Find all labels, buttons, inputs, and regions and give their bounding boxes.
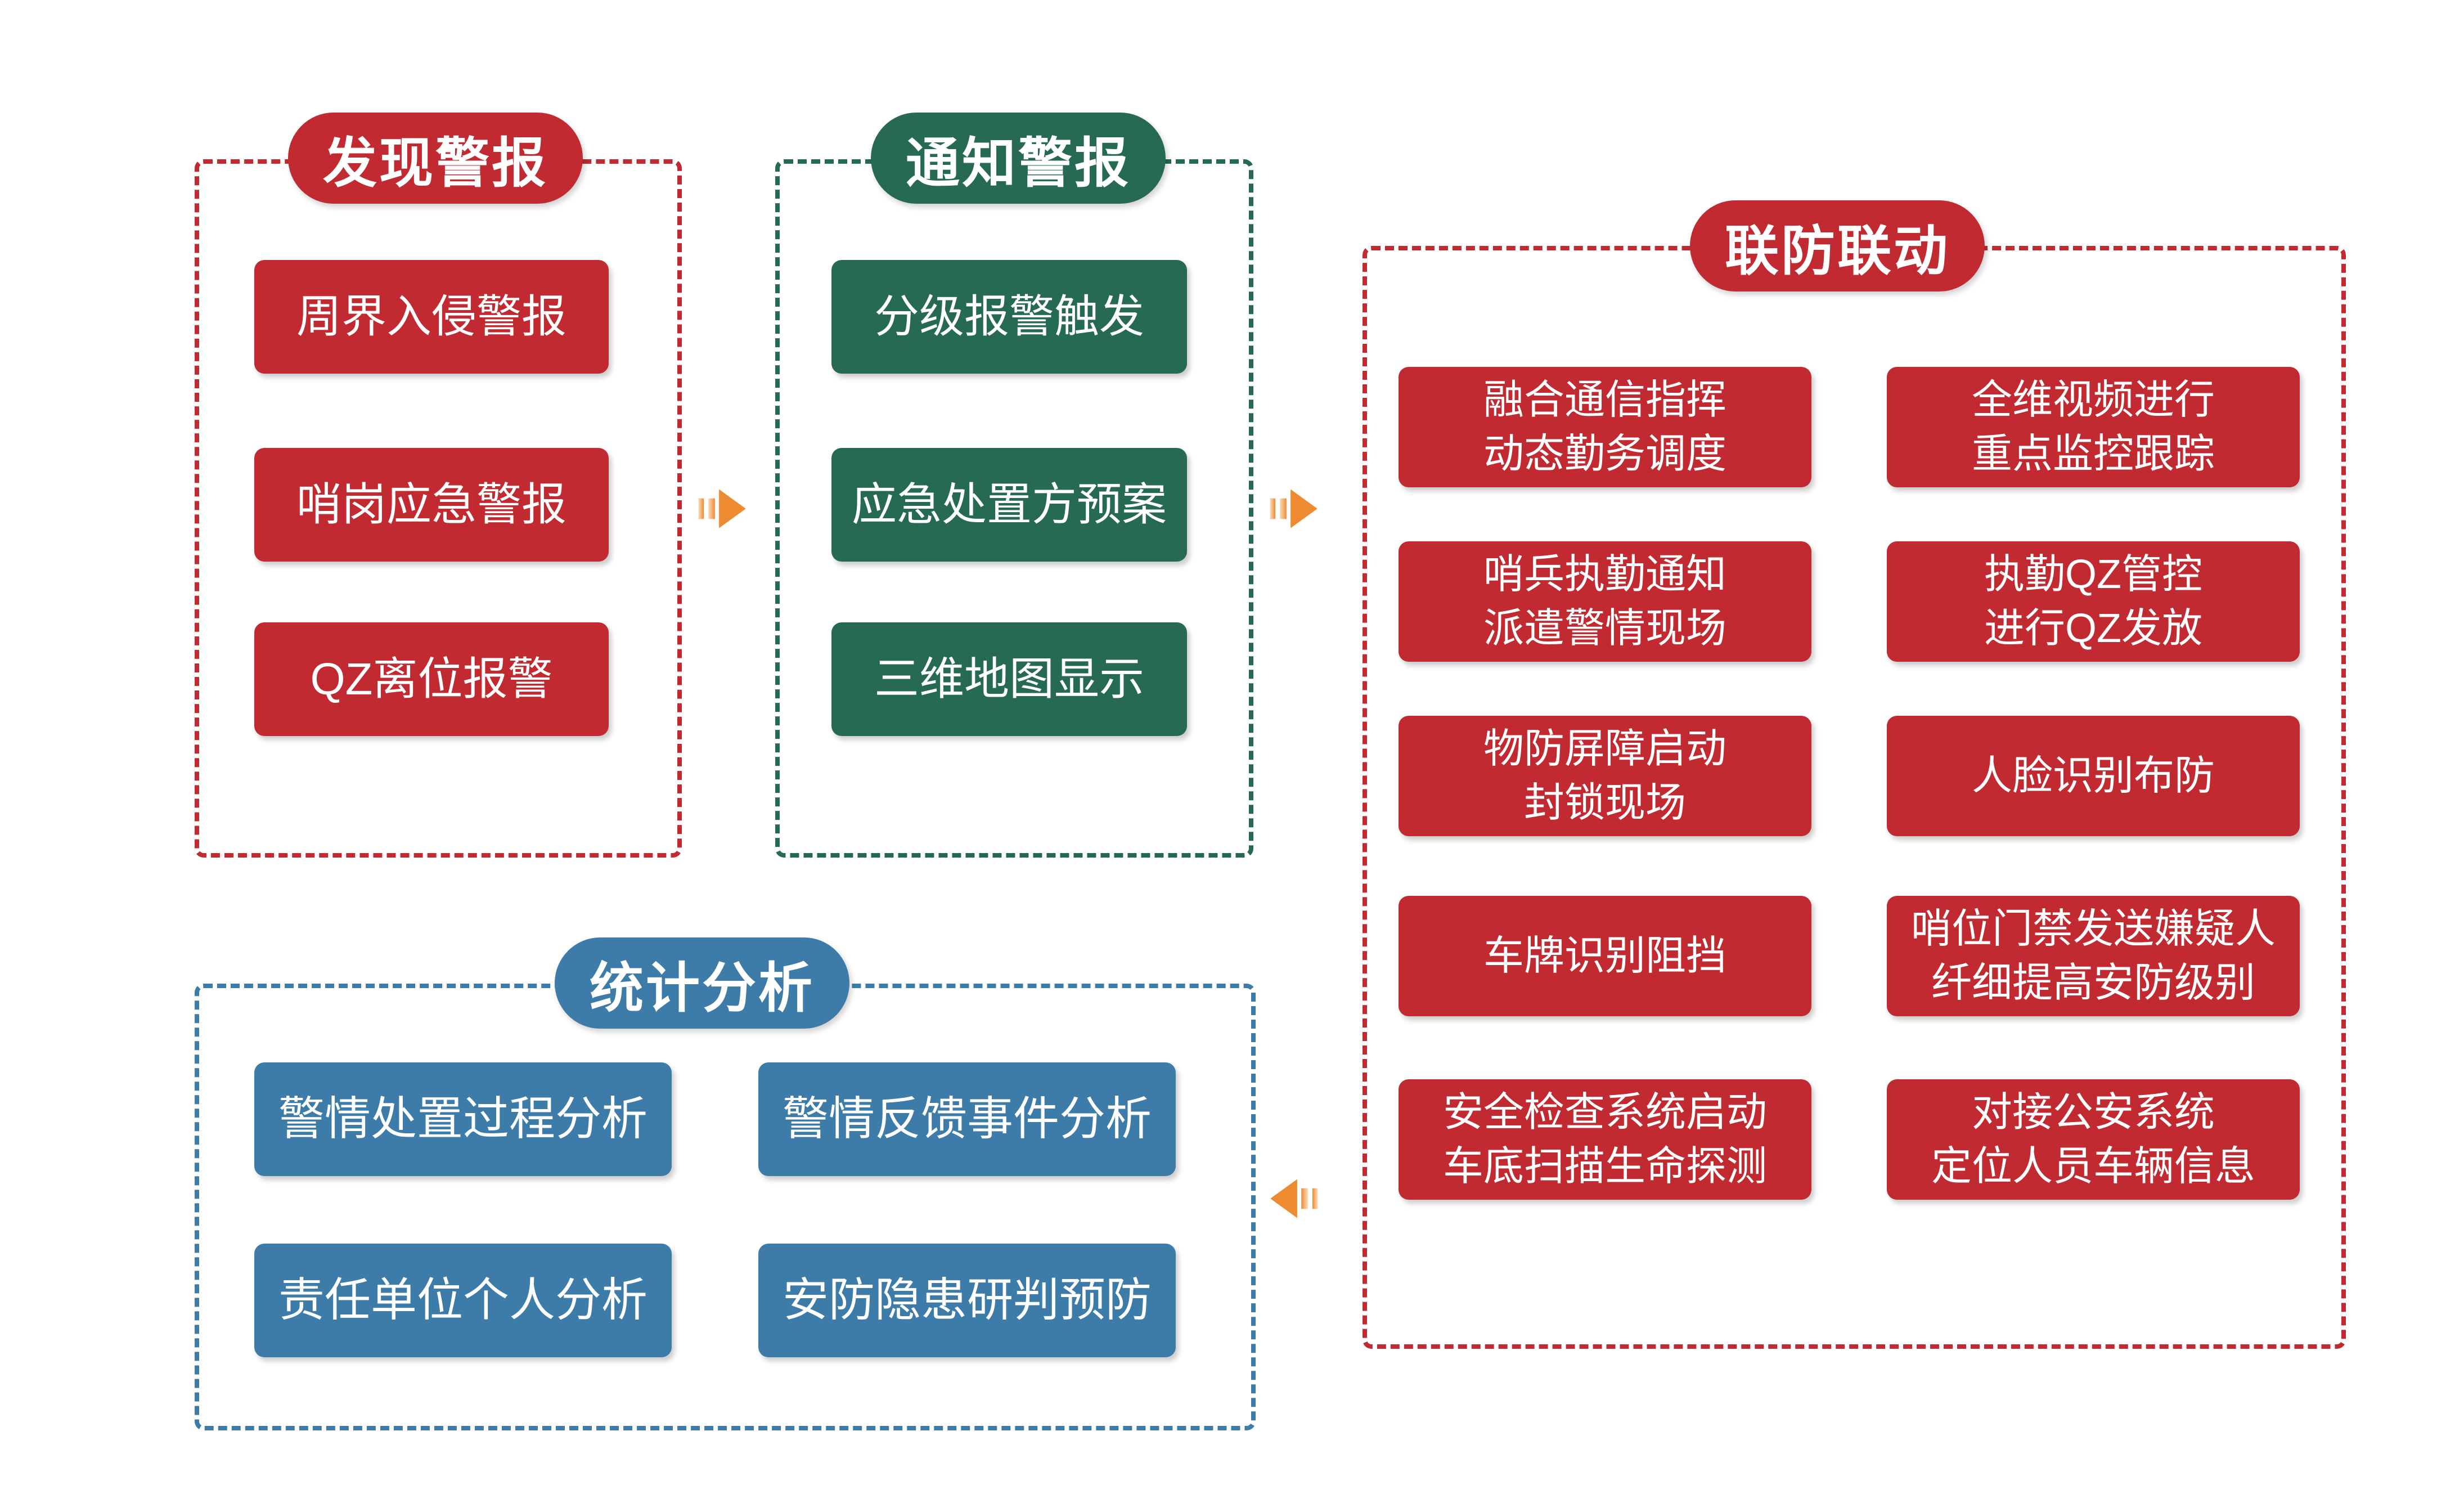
notify-item-graded-alarm-trigger: 分级报警触发: [831, 260, 1187, 374]
flow-arrow-notify-to-linkage-icon: [1270, 489, 1318, 528]
linkage-item-face-recognition: 人脸识别布防: [1887, 716, 2300, 836]
linkage-item-security-check-scan: 安全检查系统启动 车底扫描生命探测: [1399, 1079, 1811, 1200]
notify-section-title-pill: 通知警报: [871, 113, 1166, 204]
notify-section-title: 通知警报: [906, 133, 1131, 194]
linkage-section-title-pill: 联防联动: [1690, 200, 1985, 291]
stats-item-feedback-event-analysis: 警情反馈事件分析: [758, 1062, 1176, 1176]
notify-item-emergency-plan: 应急处置方预案: [831, 448, 1187, 562]
discover-item-perimeter-intrusion-alarm: 周界入侵警报: [254, 260, 609, 374]
discover-item-qz-offsite-alarm: QZ离位报警: [254, 622, 609, 736]
linkage-item-comm-command: 融合通信指挥 动态勤务调度: [1399, 367, 1811, 487]
discover-item-sentry-emergency-alarm: 哨岗应急警报: [254, 448, 609, 562]
flow-arrow-discover-to-notify-icon: [698, 489, 746, 528]
stats-item-handling-process-analysis: 警情处置过程分析: [254, 1062, 672, 1176]
discover-section-title-pill: 发现警报: [288, 113, 583, 204]
stats-section-title-pill: 统计分析: [555, 937, 849, 1029]
discover-section-title: 发现警报: [323, 133, 548, 194]
linkage-item-access-suspect-alert: 哨位门禁发送嫌疑人 纤细提高安防级别: [1887, 896, 2300, 1016]
notify-item-3d-map-display: 三维地图显示: [831, 622, 1187, 736]
flow-arrow-linkage-to-stats-icon: [1270, 1179, 1318, 1218]
linkage-item-plate-recognition-block: 车牌识别阻挡: [1399, 896, 1811, 1016]
stats-section-title: 统计分析: [590, 958, 815, 1019]
stats-item-unit-person-analysis: 责任单位个人分析: [254, 1244, 672, 1357]
linkage-item-police-system-link: 对接公安系统 定位人员车辆信息: [1887, 1079, 2300, 1200]
linkage-section-title: 联防联动: [1725, 221, 1950, 281]
linkage-item-video-tracking: 全维视频进行 重点监控跟踪: [1887, 367, 2300, 487]
linkage-item-qz-control-issue: 执勤QZ管控 进行QZ发放: [1887, 541, 2300, 662]
linkage-item-sentry-dispatch: 哨兵执勤通知 派遣警情现场: [1399, 541, 1811, 662]
stats-section-frame: [195, 984, 1256, 1430]
linkage-item-barrier-lockdown: 物防屏障启动 封锁现场: [1399, 716, 1811, 836]
stats-item-hazard-prediction: 安防隐患研判预防: [758, 1244, 1176, 1357]
